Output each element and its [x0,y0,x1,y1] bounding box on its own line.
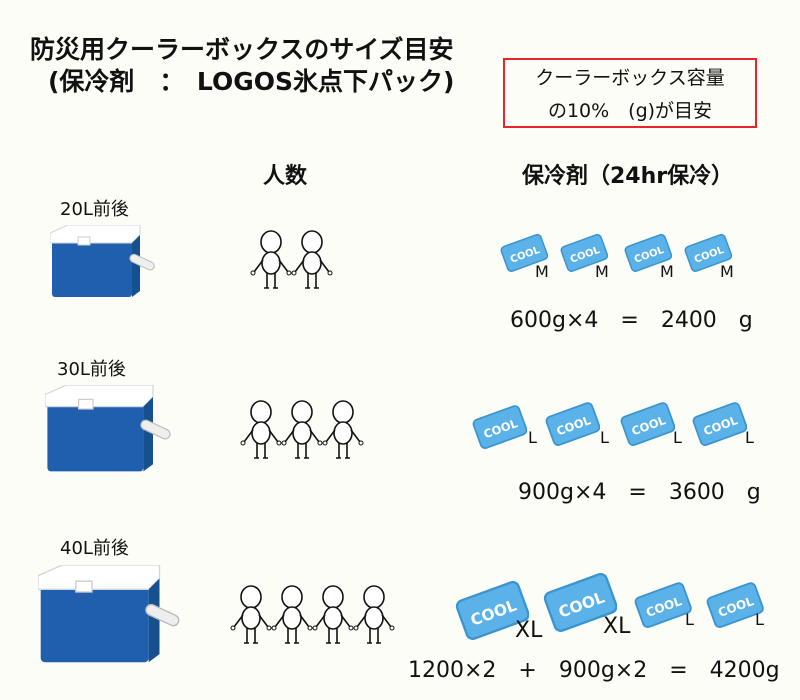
pack-size-label: M [720,262,734,281]
pack-size-label: L [673,428,682,447]
cooler-size-label: 20L前後 [60,199,129,220]
pack-size-label: L [755,610,764,629]
page-title: 防災用クーラーボックスのサイズ目安 [30,35,454,64]
person-icon [250,230,292,296]
cool-pack-icon: COOL [560,232,609,276]
people-header: 人数 [263,164,308,189]
cooler-size-label: 40L前後 [60,538,129,559]
note-line-2: の10% (g)が目安 [547,100,713,122]
cool-pack-icon: COOL [455,578,530,644]
pack-size-label: XL [515,618,543,643]
cooler-box-icon [37,564,187,670]
cooler-box-icon [49,224,160,304]
pack-size-label: L [685,610,694,629]
cool-pack-icon: COOL [624,232,673,276]
cooler-box-icon [44,384,177,479]
pack-size-label: XL [603,614,631,639]
cool-pack-icon: COOL [472,403,528,453]
cool-pack-icon: COOL [706,580,764,632]
cool-pack-icon: COOL [620,400,676,450]
cool-pack-icon: COOL [545,400,601,450]
person-icon [281,400,323,466]
coolant-header: 保冷剤（24hr保冷） [522,164,734,189]
note-line-1: クーラーボックス容量 [535,67,725,89]
cool-pack-icon: COOL [692,400,748,450]
coolant-formula: 1200×2 + 900g×2 = 4200g [408,658,780,683]
pack-size-label: M [535,262,549,281]
coolant-formula: 600g×4 = 2400 g [510,308,753,333]
cool-pack-icon: COOL [543,570,618,636]
person-icon [291,230,333,296]
guideline-note-box: クーラーボックス容量 の10% (g)が目安 [503,58,757,128]
cool-pack-icon: COOL [500,232,549,276]
coolant-formula: 900g×4 = 3600 g [518,480,761,505]
person-icon [322,400,364,466]
person-icon [312,585,354,651]
person-icon [271,585,313,651]
person-icon [353,585,395,651]
pack-size-label: M [660,262,674,281]
page-subtitle: (保冷剤 ： LOGOS氷点下パック) [48,67,455,96]
person-icon [230,585,272,651]
pack-size-label: L [528,428,537,447]
cool-pack-icon: COOL [684,232,733,276]
cool-pack-icon: COOL [634,580,692,632]
pack-size-label: L [745,428,754,447]
person-icon [240,400,282,466]
cooler-size-label: 30L前後 [57,359,126,380]
pack-size-label: M [595,262,609,281]
pack-size-label: L [600,428,609,447]
